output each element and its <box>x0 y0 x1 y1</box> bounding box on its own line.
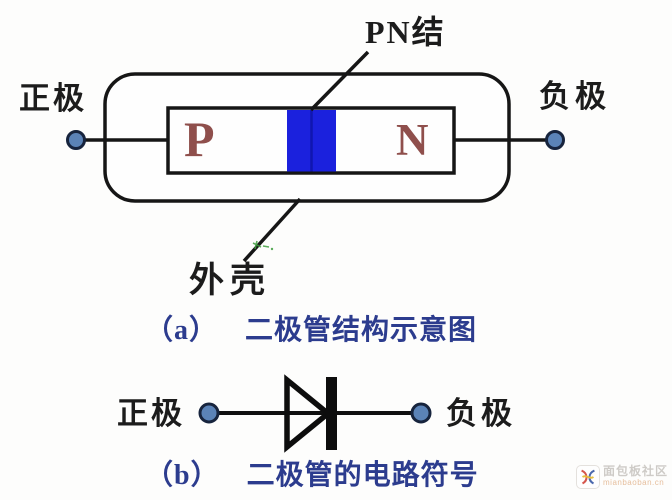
pn-junction-pointer-line <box>309 50 370 112</box>
watermark-site-name: 面包板社区 <box>603 464 669 478</box>
diode-cathode-bar <box>326 377 337 450</box>
caption-a-index: （a） <box>145 315 219 346</box>
anode-terminal-a <box>66 130 86 150</box>
watermark-text-column: 面包板社区 mianbaoban.cn <box>603 464 669 488</box>
diode-triangle <box>284 374 333 453</box>
anode-label-a: 正极 <box>19 81 87 116</box>
caption-a-text: 二极管结构示意图 <box>245 315 478 346</box>
shell-pointer-line <box>242 197 302 263</box>
cathode-label-b: 负极 <box>446 396 516 431</box>
shell-label: 外壳 <box>189 261 272 300</box>
green-watermark-mark <box>252 240 274 251</box>
p-region-letter: P <box>184 111 215 167</box>
caption-a: （a） 二极管结构示意图 <box>145 317 477 345</box>
anode-terminal-b <box>198 402 220 424</box>
watermark-site-url: mianbaoban.cn <box>603 478 665 487</box>
site-watermark: 面包板社区 mianbaoban.cn <box>576 465 668 489</box>
caption-b: （b） 二极管的电路符号 <box>145 462 479 490</box>
pn-junction-label: PN结 <box>365 14 446 50</box>
caption-b-index: （b） <box>145 460 220 491</box>
cathode-terminal-b <box>410 402 432 424</box>
cathode-label-a: 负极 <box>539 79 611 114</box>
anode-label-b: 正极 <box>117 396 185 431</box>
caption-b-text: 二极管的电路符号 <box>246 460 479 491</box>
n-region-letter: N <box>396 115 429 165</box>
cathode-terminal-a <box>545 130 565 150</box>
breadboard-logo-icon <box>576 465 600 489</box>
